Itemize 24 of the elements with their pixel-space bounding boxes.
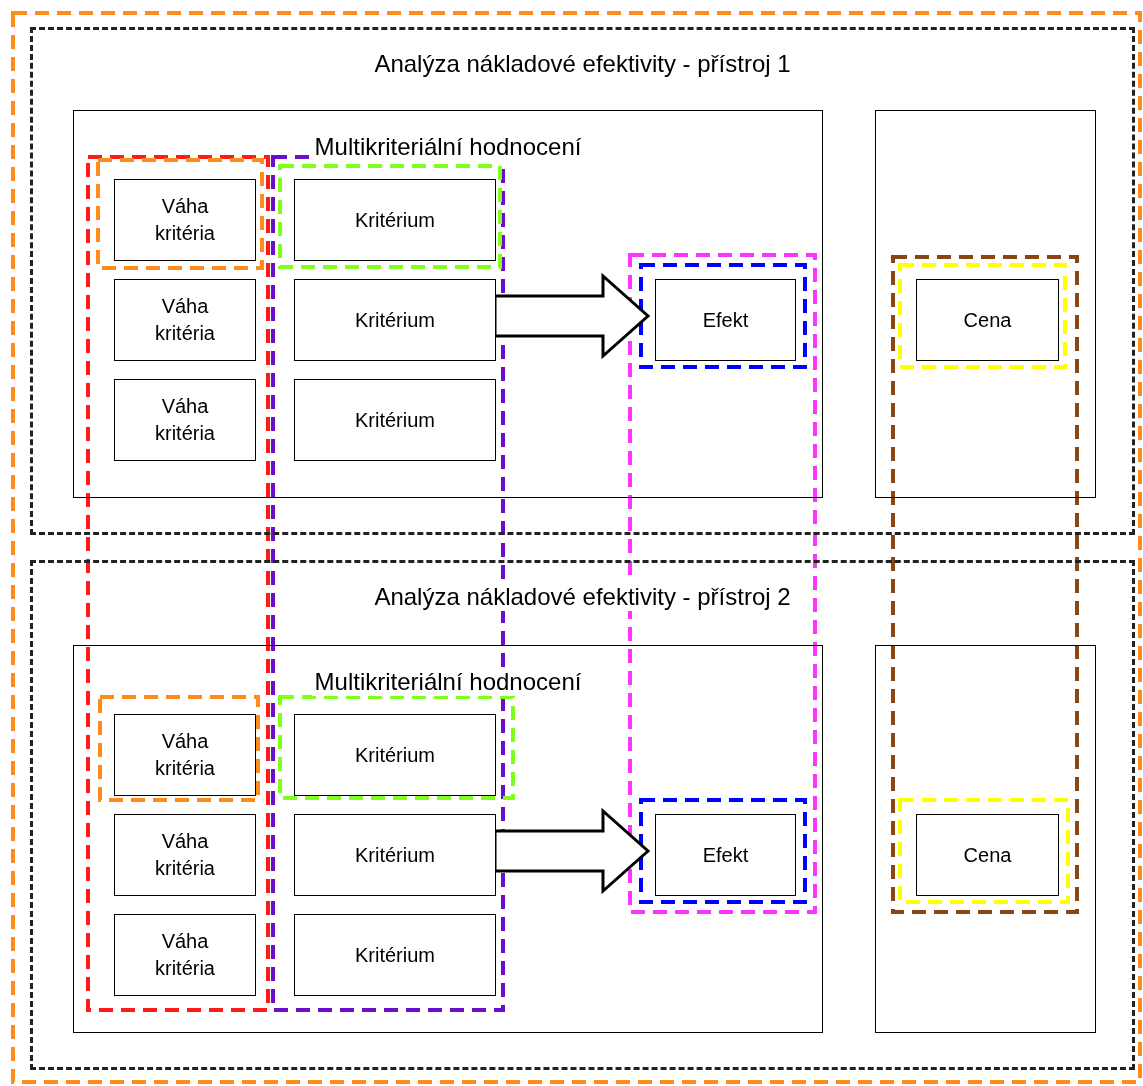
- effect-box: Efekt: [655, 814, 796, 896]
- evaluation-panel: [73, 110, 823, 498]
- analysis-frame: [30, 560, 1135, 1070]
- criterion-box: Kritérium: [294, 714, 496, 796]
- price-box: Cena: [916, 279, 1059, 361]
- weight-box: Váha kritéria: [114, 179, 256, 261]
- weight-box: Váha kritéria: [114, 279, 256, 361]
- weight-box: Váha kritéria: [114, 379, 256, 461]
- criterion-box: Kritérium: [294, 814, 496, 896]
- criterion-box: Kritérium: [294, 279, 496, 361]
- price-box: Cena: [916, 814, 1059, 896]
- evaluation-panel: [73, 645, 823, 1033]
- block-arrow: [493, 807, 651, 895]
- weight-box: Váha kritéria: [114, 914, 256, 996]
- analysis-frame: [30, 27, 1135, 535]
- weight-box: Váha kritéria: [114, 714, 256, 796]
- criterion-box: Kritérium: [294, 379, 496, 461]
- weight-box: Váha kritéria: [114, 814, 256, 896]
- block-arrow: [493, 272, 651, 360]
- criterion-box: Kritérium: [294, 179, 496, 261]
- price-panel: [875, 110, 1096, 498]
- effect-box: Efekt: [655, 279, 796, 361]
- price-panel: [875, 645, 1096, 1033]
- criterion-box: Kritérium: [294, 914, 496, 996]
